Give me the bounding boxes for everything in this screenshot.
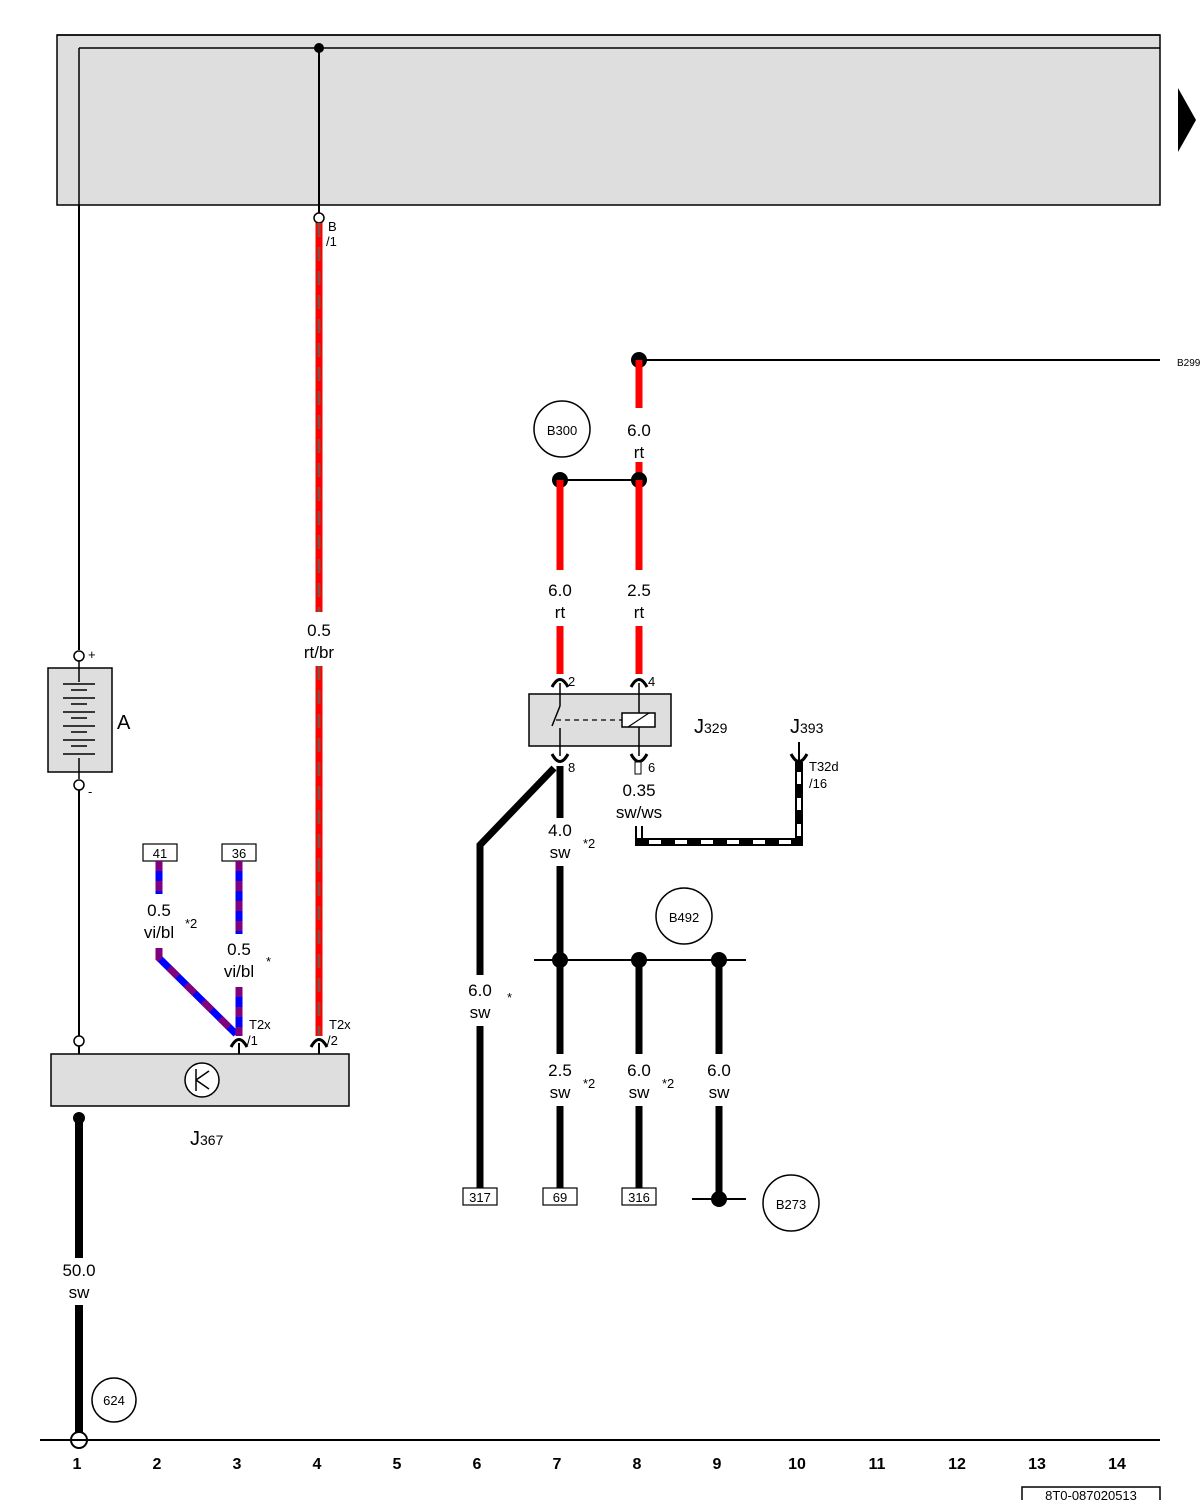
ground-ref-circle-b273 (762, 1174, 820, 1232)
ground-ref-b299: B299 (1177, 358, 1200, 369)
grid-number: 6 (473, 1456, 482, 1473)
grid-number: 10 (788, 1456, 806, 1473)
wire-note: *2 (583, 836, 595, 851)
continuation-label-36: 36 (232, 846, 246, 861)
wire-label-color: vi/bl (144, 923, 174, 942)
battery-a (47, 661, 113, 779)
wire-label-size: 0.35 (622, 781, 655, 800)
grid-number: 11 (869, 1456, 886, 1473)
ground-ref-b273: B273 (776, 1197, 806, 1212)
wire-label-color: sw (69, 1283, 91, 1302)
grid-numbers: 1 2 3 4 5 6 7 8 9 10 11 12 13 14 (73, 1456, 1126, 1473)
j329-pin-6: 6 (648, 760, 655, 775)
j329-label: J329 (694, 716, 728, 738)
grid-number: 7 (553, 1456, 562, 1473)
continuation-label-317: 317 (469, 1190, 491, 1205)
wire-label-color: rt/br (304, 643, 335, 662)
wire-label-size: 6.0 (548, 581, 572, 600)
wire-label-size: 2.5 (627, 581, 651, 600)
wire-label-size: 6.0 (627, 1061, 651, 1080)
grid-number: 12 (948, 1456, 966, 1473)
component-j367 (50, 1053, 350, 1107)
connector-t2x-1-line1: T2x (249, 1017, 271, 1032)
terminal-battery-minus (73, 779, 85, 791)
fuse-carrier-panel (56, 34, 1161, 206)
component-j329 (528, 683, 672, 756)
grid-number: 1 (73, 1456, 82, 1473)
grid-number: 14 (1108, 1456, 1126, 1473)
wire-label-color: rt (634, 603, 645, 622)
continuation-box-317 (462, 1187, 498, 1206)
connector-b1 (313, 212, 325, 224)
connector-t32d-line2: /16 (809, 776, 827, 791)
wire-label-size: 0.5 (307, 621, 331, 640)
connector-t32d-line1: T32d (809, 759, 839, 774)
grid-number: 2 (153, 1456, 162, 1473)
doc-code: 8T0-087020513 (1045, 1488, 1137, 1500)
continuation-label-41: 41 (153, 846, 167, 861)
wire-label-size: 0.5 (227, 940, 251, 959)
grid-number: 3 (233, 1456, 242, 1473)
continuation-label-316: 316 (628, 1190, 650, 1205)
j329-pin-4: 4 (648, 674, 655, 689)
ground-ref-b300: B300 (547, 423, 577, 438)
terminal-battery-plus (73, 650, 85, 662)
battery-name: A (117, 712, 131, 734)
wire-label-size: 4.0 (548, 821, 572, 840)
j329-pin-2: 2 (568, 674, 575, 689)
continuation-box-69 (542, 1187, 578, 1206)
connector-t2x-2-line2: /2 (327, 1033, 338, 1048)
battery-minus-label: - (88, 784, 92, 799)
wire-label-size: 2.5 (548, 1061, 572, 1080)
wire-label-size: 50.0 (62, 1261, 95, 1280)
wire-note: *2 (662, 1076, 674, 1091)
wire-note: *2 (185, 916, 197, 931)
continuation-arrow-icon (1178, 88, 1196, 152)
grid-number: 5 (393, 1456, 402, 1473)
battery-plus-label: + (88, 647, 96, 662)
wire-label-color: sw (709, 1083, 731, 1102)
wire-label-size: 6.0 (627, 421, 651, 440)
wire-label-color: sw (629, 1083, 651, 1102)
ground-ref-circle-b492 (655, 887, 713, 945)
grid-number: 8 (633, 1456, 642, 1473)
grid-number: 4 (313, 1456, 322, 1473)
grid-number: 9 (713, 1456, 722, 1473)
wire-05-vibl-left (155, 861, 239, 1037)
j393-label: J393 (790, 716, 824, 738)
continuation-label-69: 69 (553, 1190, 567, 1205)
wire-note: * (507, 990, 512, 1005)
wire-label-size: 6.0 (707, 1061, 731, 1080)
wire-label-size: 6.0 (468, 981, 492, 1000)
wire-label-color: rt (555, 603, 566, 622)
j367-label: J367 (190, 1128, 224, 1150)
transistor-symbol-icon (184, 1062, 220, 1098)
connector-b1-line2: /1 (326, 234, 337, 249)
wire-label-color: sw (550, 843, 572, 862)
wire-label-color: vi/bl (224, 962, 254, 981)
wire-label-color: sw (550, 1083, 572, 1102)
connector-b1-line1: B (328, 219, 337, 234)
continuation-box-316 (621, 1187, 657, 1206)
connector-t2x-1-line2: /1 (247, 1033, 258, 1048)
wire-label-color: rt (634, 443, 645, 462)
wire-60-sw-6 (476, 765, 557, 975)
doc-code-box (1021, 1486, 1161, 1500)
wire-note: *2 (583, 1076, 595, 1091)
wire-label-color: sw (470, 1003, 492, 1022)
terminal-j367-input (73, 1035, 85, 1047)
ground-ref-b492: B492 (669, 910, 699, 925)
ground-ref-circle-b300 (533, 400, 591, 458)
ground-ref-624: 624 (103, 1393, 125, 1408)
wire-label-size: 0.5 (147, 901, 171, 920)
connector-t2x-2-line1: T2x (329, 1017, 351, 1032)
ground-ref-circle-624 (91, 1377, 137, 1423)
wire-label-color: sw/ws (616, 803, 662, 822)
j329-pin-8: 8 (568, 760, 575, 775)
wire-035-swws (635, 762, 803, 846)
grid-number: 13 (1028, 1456, 1046, 1473)
wire-note: * (266, 954, 271, 969)
